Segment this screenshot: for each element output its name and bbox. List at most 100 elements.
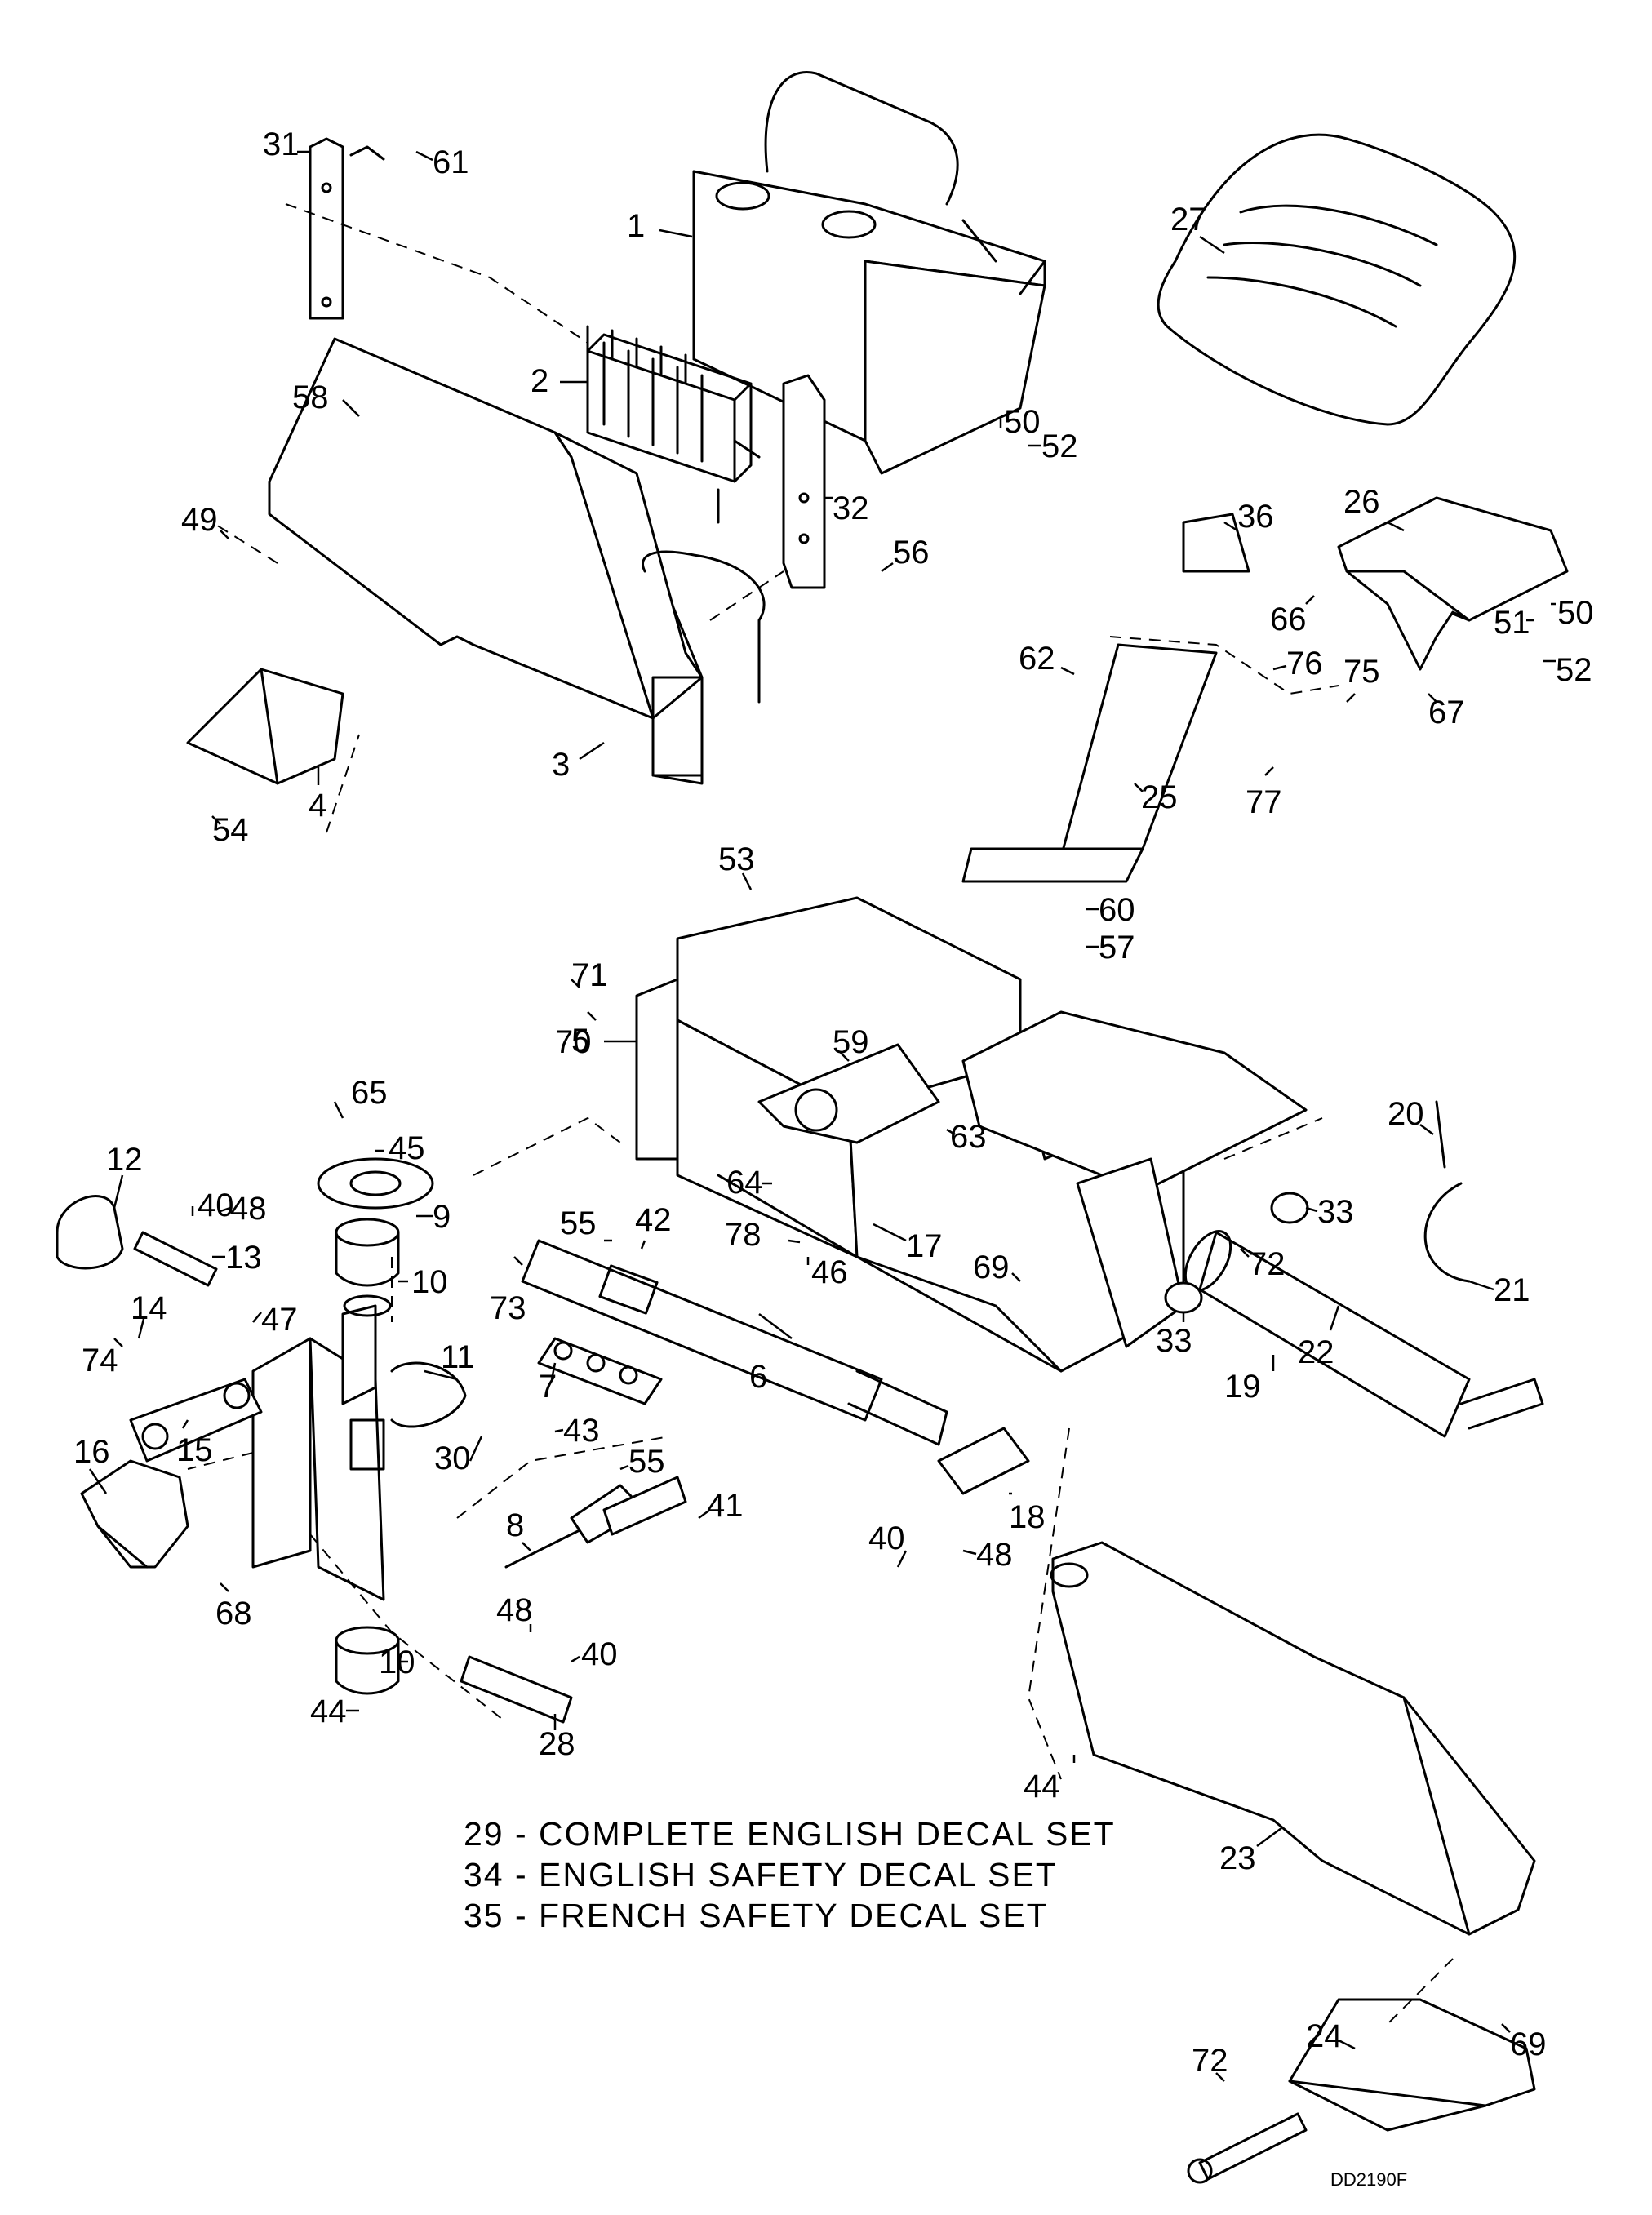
svg-text:46: 46 bbox=[811, 1254, 848, 1290]
svg-text:28: 28 bbox=[539, 1726, 575, 1762]
seat-plate-part-26 bbox=[1337, 496, 1569, 671]
callout-72-a: 72 bbox=[1240, 1246, 1286, 1282]
svg-text:10: 10 bbox=[379, 1645, 415, 1680]
callout-70: 70 bbox=[555, 1011, 597, 1060]
note-row: 35 - FRENCH SAFETY DECAL SET bbox=[464, 1897, 1049, 1934]
svg-text:12: 12 bbox=[106, 1142, 143, 1178]
callout-22: 22 bbox=[1298, 1305, 1340, 1370]
tie-rod-part-8 bbox=[504, 1476, 687, 1569]
svg-text:21: 21 bbox=[1494, 1272, 1530, 1308]
svg-text:56: 56 bbox=[893, 535, 930, 570]
callout-40-b: 40 bbox=[868, 1520, 908, 1568]
svg-text:9: 9 bbox=[433, 1199, 451, 1235]
callout-26: 26 bbox=[1343, 484, 1405, 532]
callout-1: 1 bbox=[627, 208, 693, 244]
svg-text:78: 78 bbox=[725, 1217, 762, 1253]
svg-text:30: 30 bbox=[434, 1440, 471, 1476]
svg-text:40: 40 bbox=[581, 1636, 618, 1672]
note-row: 29 - COMPLETE ENGLISH DECAL SET bbox=[464, 1815, 1116, 1853]
callout-50-b: 50 bbox=[1551, 595, 1594, 631]
svg-text:18: 18 bbox=[1009, 1499, 1046, 1535]
svg-text:22: 22 bbox=[1298, 1334, 1334, 1370]
callout-32: 32 bbox=[824, 490, 869, 526]
callouts: 1 2 3 4 5 6 7 8 9 10 10 11 12 13 14 15 1… bbox=[73, 127, 1594, 2082]
callout-75: 75 bbox=[1343, 654, 1380, 703]
callout-14: 14 bbox=[131, 1290, 167, 1339]
callout-18: 18 bbox=[1009, 1492, 1046, 1535]
callout-49: 49 bbox=[181, 502, 229, 539]
callout-48-b: 48 bbox=[962, 1537, 1013, 1573]
hitch-bracket-part-24 bbox=[1288, 1998, 1536, 2132]
callout-50-a: 50 bbox=[999, 404, 1041, 440]
svg-text:59: 59 bbox=[833, 1024, 869, 1060]
callout-77: 77 bbox=[1246, 766, 1282, 820]
bracket-part-32 bbox=[782, 374, 826, 589]
note-row: 34 - ENGLISH SAFETY DECAL SET bbox=[464, 1856, 1058, 1893]
callout-63: 63 bbox=[946, 1119, 987, 1155]
svg-text:77: 77 bbox=[1246, 784, 1282, 820]
callout-61: 61 bbox=[415, 144, 469, 180]
svg-text:16: 16 bbox=[73, 1434, 110, 1470]
seat-part-27 bbox=[1157, 133, 1517, 426]
callout-44-b: 44 bbox=[1024, 1755, 1076, 1804]
callout-28: 28 bbox=[539, 1714, 575, 1762]
svg-text:48: 48 bbox=[496, 1592, 533, 1628]
callout-9: 9 bbox=[416, 1199, 451, 1235]
svg-text:65: 65 bbox=[351, 1075, 388, 1111]
svg-text:15: 15 bbox=[176, 1432, 213, 1468]
callout-4: 4 bbox=[309, 767, 326, 823]
svg-text:14: 14 bbox=[131, 1290, 167, 1326]
svg-text:57: 57 bbox=[1099, 930, 1135, 965]
callout-6: 6 bbox=[749, 1313, 793, 1395]
callout-59: 59 bbox=[833, 1024, 869, 1062]
linkage-part-15 bbox=[129, 1378, 263, 1463]
svg-text:48: 48 bbox=[976, 1537, 1013, 1573]
svg-text:32: 32 bbox=[833, 490, 869, 526]
chain-part-7 bbox=[537, 1337, 663, 1405]
svg-text:76: 76 bbox=[1286, 646, 1323, 681]
svg-text:19: 19 bbox=[1224, 1369, 1261, 1405]
callout-24: 24 bbox=[1306, 2018, 1356, 2054]
callout-33-upper: 33 bbox=[1305, 1194, 1354, 1230]
callout-71: 71 bbox=[571, 957, 608, 993]
svg-text:69: 69 bbox=[973, 1250, 1010, 1285]
callout-67: 67 bbox=[1428, 693, 1465, 730]
svg-text:60: 60 bbox=[1099, 892, 1135, 928]
svg-text:62: 62 bbox=[1019, 641, 1055, 677]
decal-set-notes: 29 - COMPLETE ENGLISH DECAL SET 34 - ENG… bbox=[464, 1813, 1198, 1936]
svg-text:10: 10 bbox=[411, 1264, 448, 1300]
svg-text:40: 40 bbox=[198, 1187, 234, 1223]
callout-43: 43 bbox=[554, 1413, 600, 1449]
arm-part-16 bbox=[80, 1459, 189, 1569]
svg-text:17: 17 bbox=[906, 1228, 943, 1264]
svg-text:41: 41 bbox=[707, 1488, 744, 1524]
svg-text:6: 6 bbox=[749, 1359, 767, 1395]
callout-54: 54 bbox=[211, 812, 249, 848]
svg-text:33: 33 bbox=[1156, 1323, 1192, 1359]
callout-46: 46 bbox=[806, 1254, 848, 1290]
bearing-part-10-lower bbox=[335, 1626, 400, 1695]
svg-text:68: 68 bbox=[215, 1596, 252, 1631]
wedge-part-4 bbox=[186, 668, 344, 785]
svg-text:1: 1 bbox=[627, 208, 645, 244]
callout-5: 5 bbox=[571, 1023, 637, 1059]
callout-66: 66 bbox=[1270, 595, 1315, 637]
cylinder-part-6 bbox=[521, 1239, 948, 1446]
drawing-code: DD2190F bbox=[1330, 2169, 1408, 2190]
callout-76: 76 bbox=[1272, 646, 1323, 681]
callout-8: 8 bbox=[506, 1507, 531, 1551]
callout-48-a: 48 bbox=[220, 1191, 267, 1227]
callout-2: 2 bbox=[531, 363, 588, 399]
callout-31: 31 bbox=[263, 127, 310, 162]
callout-52-a: 52 bbox=[1028, 428, 1078, 464]
callout-21: 21 bbox=[1468, 1272, 1530, 1308]
callout-73: 73 bbox=[490, 1256, 526, 1326]
callout-12: 12 bbox=[106, 1142, 143, 1209]
svg-text:3: 3 bbox=[552, 747, 570, 783]
callout-74: 74 bbox=[82, 1338, 123, 1378]
assembly-lines bbox=[187, 203, 1454, 2025]
bolt-part-72-lower bbox=[1187, 2112, 1308, 2184]
svg-text:70: 70 bbox=[555, 1024, 592, 1060]
svg-text:72: 72 bbox=[1249, 1246, 1286, 1282]
callout-25: 25 bbox=[1134, 779, 1178, 815]
